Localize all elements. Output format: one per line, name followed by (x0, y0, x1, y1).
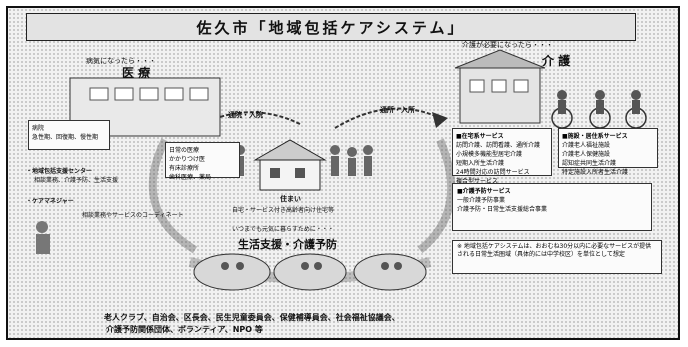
home-service-item: 短期入所生活介護 (456, 160, 505, 167)
community-activities (193, 253, 427, 291)
hospital-illustration (69, 77, 221, 137)
home-note: 自宅・サービス付き高齢者向け住宅等 (232, 207, 335, 214)
home-service-item: 24時間対応の訪問サービス (456, 169, 530, 176)
title-bar: 佐久市「地域包括ケアシステム」 (26, 13, 636, 41)
facility-service-item: 認知症共同生活介護 (562, 160, 617, 167)
clinic-item: 歯科医療、薬局 (169, 174, 212, 181)
care-label: 介 護 (542, 54, 571, 68)
diagram-title: 佐久市「地域包括ケアシステム」 (196, 18, 466, 37)
prevention-item: 介護予防・日常生活支援総合事業 (457, 206, 548, 213)
hospital-box-title: 病院 (32, 125, 45, 132)
prevention-title: ■介護予防サービス (457, 188, 511, 195)
clinic-item: 有床診療所 (169, 165, 200, 172)
manager-name: ・ケアマネジャー (26, 198, 74, 205)
center-name: ・地域包括支援センター (26, 168, 93, 175)
house-illustration (253, 139, 327, 191)
prevention-box: ■介護予防サービス 一般介護予防事業 介護予防・日常生活支援総合事業 (452, 183, 652, 231)
home-service-item: 複合型サービス (456, 178, 499, 185)
manager-desc: 相談業務やサービスのコーディネート (82, 212, 184, 219)
hospital-box: 病院 急性期、回復期、慢性期 (28, 120, 110, 150)
cycle-right (417, 138, 456, 254)
care-caption: 介護が必要になったら・・・ (462, 41, 553, 49)
flow-label-medical: 通院・入院 (228, 111, 263, 119)
clinic-box: 日常の医療 かかりつけ医 有床診療所 歯科医療、薬局 (165, 142, 240, 181)
support-note: いつまでも元気に暮らすために・・・ (232, 226, 334, 233)
footer-line-1: 老人クラブ、自治会、区長会、民生児童委員会、保健補導員会、社会福祉協議会、 (104, 313, 400, 322)
facility-service-item: 特定施設入所者生活介護 (562, 169, 629, 176)
elderly-person-illustration (36, 221, 50, 254)
home-service-item: 小規模多機能型居宅介護 (456, 151, 523, 158)
note-box: ※ 地域包括ケアシステムは、おおむね30分以内に必要なサービスが提供される日常生… (452, 240, 662, 274)
facility-services-box: ■施設・居住系サービス 介護老人福祉施設 介護老人保健施設 認知症共同生活介護 … (558, 128, 658, 176)
care-facility-illustration (454, 49, 546, 124)
medical-caption: 病気になったら・・・ (86, 57, 156, 65)
facility-service-item: 介護老人保健施設 (562, 151, 611, 158)
prevention-item: 一般介護予防事業 (457, 197, 506, 204)
home-label: 住まい (280, 195, 301, 203)
facility-services-title: ■施設・居住系サービス (562, 133, 628, 140)
clinic-title: 日常の医療 (169, 147, 200, 154)
flow-label-care: 通所・入所 (380, 106, 415, 114)
center-desc: 相談業務、介護予防、生活支援 (34, 177, 119, 184)
cycle-left (148, 138, 198, 254)
arrow-head-right (432, 112, 448, 128)
note-text: ※ 地域包括ケアシステムは、おおむね30分以内に必要なサービスが提供される日常生… (457, 243, 652, 258)
home-services-box: ■在宅系サービス 訪問介護、訪問看護、通所介護 小規模多機能型居宅介護 短期入所… (452, 128, 552, 185)
diagram-frame (6, 6, 680, 340)
arrow-to-care (334, 107, 441, 129)
footer-line-2: 介護予防関係団体、ボランティア、NPO 等 (106, 325, 263, 334)
clinic-item: かかりつけ医 (169, 156, 206, 163)
home-services-title: ■在宅系サービス (456, 133, 504, 140)
facility-service-item: 介護老人福祉施設 (562, 142, 611, 149)
medical-label: 医 療 (122, 66, 151, 80)
support-label: 生活支援・介護予防 (238, 238, 337, 251)
home-service-item: 訪問介護、訪問看護、通所介護 (456, 142, 541, 149)
hospital-box-text: 急性期、回復期、慢性期 (32, 134, 99, 141)
